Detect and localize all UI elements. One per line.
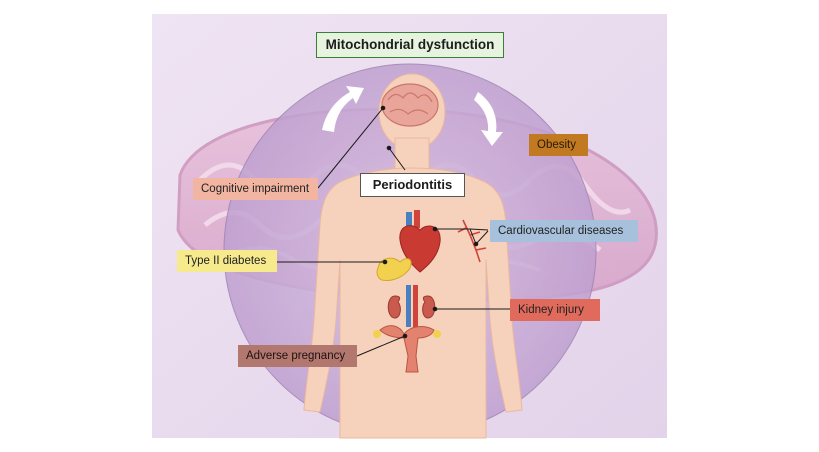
cognitive-impairment-label: Cognitive impairment [193,178,318,200]
periodontitis-label-box: Periodontitis [360,173,465,197]
kidney-injury-label: Kidney injury [510,299,600,321]
central-label-box: Mitochondrial dysfunction [316,32,504,58]
connector-lines [277,105,510,357]
type-ii-diabetes-label: Type II diabetes [177,250,277,272]
adverse-pregnancy-label: Adverse pregnancy [238,345,357,367]
kidneys-icon [387,285,436,327]
cardiovascular-diseases-label: Cardiovascular diseases [490,220,638,242]
obesity-label: Obesity [529,134,588,156]
uterus-icon [373,325,441,373]
brain-icon [381,83,439,127]
cycle-arrow-icon [322,86,503,146]
